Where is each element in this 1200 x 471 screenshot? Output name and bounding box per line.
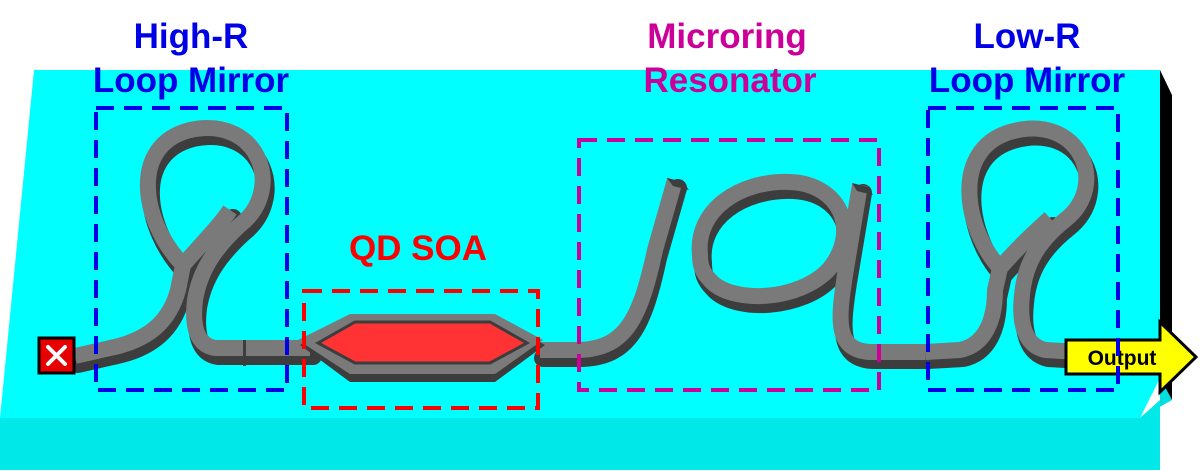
output-label: Output xyxy=(1088,347,1157,370)
low-r-input-waveguide xyxy=(924,266,1008,360)
soa-gap-left xyxy=(243,340,246,366)
chip-side-face xyxy=(1160,70,1172,400)
high-r-mirror-box xyxy=(94,106,289,392)
arrow-right-icon xyxy=(1064,318,1199,396)
ring-bus-in-end-face xyxy=(667,178,689,190)
close-x-icon xyxy=(46,345,67,366)
output-arrow: Output xyxy=(1064,318,1199,396)
chip-bottom-edge xyxy=(0,400,1160,470)
input-waveguide xyxy=(73,263,191,364)
soa-active-region xyxy=(314,320,531,365)
ring-bus-in-waveguide xyxy=(540,177,683,358)
microring-label-line1: Microring xyxy=(647,17,806,56)
microring-waveguide xyxy=(691,173,853,305)
high-r-label-line1: High-R xyxy=(134,17,249,56)
low-r-mirror-box xyxy=(926,106,1120,392)
qd-soa-label: QD SOA xyxy=(349,229,487,268)
waveguide-end-faces xyxy=(243,178,873,366)
low-r-label-line2: Loop Mirror xyxy=(929,61,1126,100)
ring-bus-out-end-face xyxy=(852,183,873,195)
high-r-loop-crossing xyxy=(176,205,237,271)
region-labels: High-R Loop Mirror QD SOA Microring Reso… xyxy=(93,17,1126,268)
low-r-loop-waveguide xyxy=(961,120,1095,360)
high-r-loop-waveguide xyxy=(139,120,310,356)
qd-soa-device xyxy=(298,314,545,382)
microring-label-line2: Resonator xyxy=(643,61,816,100)
waveguides xyxy=(73,120,1095,364)
microring-box xyxy=(577,138,881,392)
region-boxes xyxy=(94,106,1120,410)
high-r-label-line2: Loop Mirror xyxy=(93,61,290,100)
chip-substrate xyxy=(0,70,1172,470)
low-r-loop-crossing xyxy=(993,212,1056,274)
ring-bus-out-waveguide xyxy=(832,183,925,360)
input-terminator xyxy=(37,336,76,375)
qd-soa-box xyxy=(302,289,540,410)
low-r-label-line1: Low-R xyxy=(974,17,1081,56)
